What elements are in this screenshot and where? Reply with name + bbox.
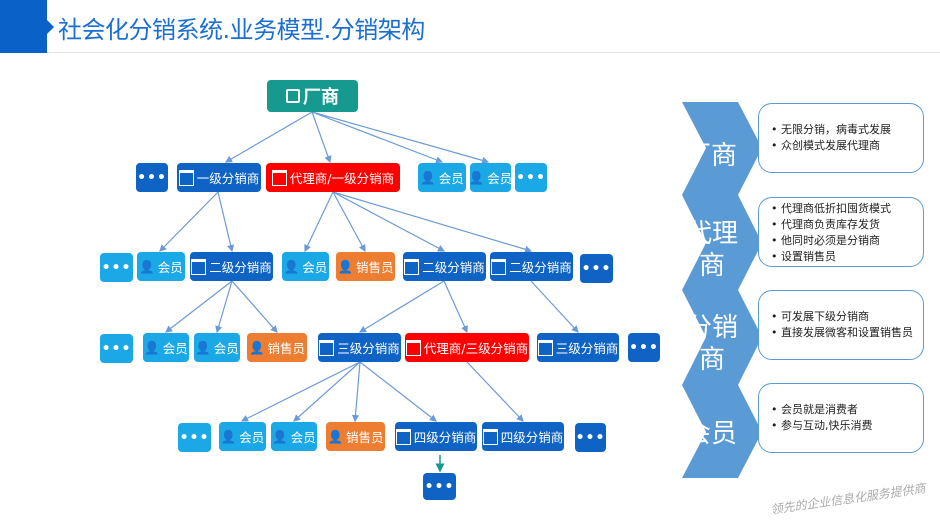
node-level3-distributor[interactable]: 三级分销商 [318,333,401,362]
role-desc-distributor: 可发展下级分销商直接发展微客和设置销售员 [758,290,924,360]
user-icon: 👤 [220,428,237,444]
node-level4-distributor[interactable]: 四级分销商 [482,422,564,451]
node-member[interactable]: 👤会员 [194,333,240,362]
more-button[interactable]: ••• [136,163,168,192]
user-icon: 👤 [283,258,300,274]
store-icon [482,428,498,445]
role-desc-member: 会员就是消费者参与互动,快乐消费 [758,383,924,453]
header-arrow-icon [47,20,54,34]
header-divider [47,52,940,53]
node-salesperson[interactable]: 👤销售员 [336,252,395,281]
store-icon [405,339,421,356]
node-member[interactable]: 👤会员 [219,422,266,451]
node-agent-level1[interactable]: 代理商/一级分销商 [266,163,400,192]
user-icon: 👤 [139,258,155,274]
user-icon: 👤 [195,339,211,355]
salesperson-icon: 👤 [337,258,354,274]
salesperson-icon: 👤 [248,339,265,355]
node-level1-distributor[interactable]: 一级分销商 [177,163,261,192]
node-level3-distributor[interactable]: 三级分销商 [537,333,619,362]
more-button[interactable]: ••• [100,334,133,363]
role-desc-manufacturer: 无限分销，病毒式发展众创模式发展代理商 [758,103,924,173]
user-icon: 👤 [468,169,485,185]
user-icon: 👤 [144,339,160,355]
chevron-agent [682,195,762,290]
chevron-distributor [682,290,762,385]
node-salesperson[interactable]: 👤销售员 [326,422,385,451]
node-agent-level3[interactable]: 代理商/三级分销商 [405,333,529,362]
page-title: 社会化分销系统.业务模型.分销架构 [58,16,425,44]
store-icon [191,258,207,275]
node-manufacturer[interactable]: 厂商 [267,80,358,112]
node-member[interactable]: 👤会员 [271,422,317,451]
more-button[interactable]: ••• [580,254,613,283]
node-member[interactable]: 👤会员 [137,252,185,281]
store-icon [178,169,194,186]
store-icon [271,169,287,186]
store-icon [395,428,411,445]
node-level2-distributor[interactable]: 二级分销商 [490,252,573,281]
box-icon [286,89,300,103]
node-member[interactable]: 👤会员 [468,163,512,192]
node-level4-distributor[interactable]: 四级分销商 [395,422,477,451]
more-button[interactable]: ••• [423,473,456,500]
role-label-agent: 代理商 [685,219,738,281]
more-button[interactable]: ••• [628,333,660,362]
user-icon: 👤 [272,428,288,444]
more-button[interactable]: ••• [178,423,211,452]
role-desc-agent: 代理商低折扣囤货模式代理商负责库存发货他同时必须是分销商设置销售员 [758,197,924,267]
salesperson-icon: 👤 [327,428,344,444]
user-icon: 👤 [420,169,436,185]
node-member[interactable]: 👤会员 [282,252,329,281]
chevron-member [682,385,762,478]
chevron-manufacturer [682,102,762,195]
more-button[interactable]: ••• [515,163,547,192]
node-member[interactable]: 👤会员 [143,333,189,362]
header-accent-bar [0,0,47,53]
role-label-manufacturer: 厂商 [684,141,737,171]
role-label-member: 会员 [684,419,737,449]
store-icon [537,339,553,356]
more-button[interactable]: ••• [575,423,606,452]
role-label-distributor: 分销商 [685,313,738,375]
store-icon [491,258,507,275]
node-level2-distributor[interactable]: 二级分销商 [403,252,486,281]
node-salesperson[interactable]: 👤销售员 [247,333,307,362]
store-icon [319,339,335,356]
store-icon [404,258,420,275]
more-button[interactable]: ••• [100,253,133,282]
node-level2-distributor[interactable]: 二级分销商 [190,252,273,281]
node-member[interactable]: 👤会员 [418,163,466,192]
